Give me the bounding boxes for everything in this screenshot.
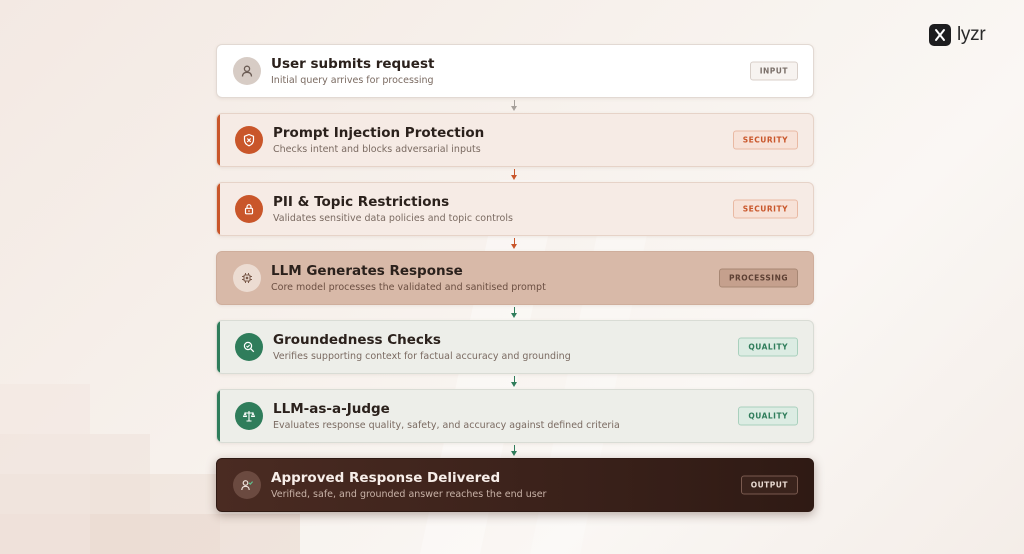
step-user-request: User submits request Initial query arriv… (216, 44, 814, 98)
lyzr-logo-icon (929, 24, 951, 46)
scale-icon (235, 402, 263, 430)
step-subtitle: Initial query arrives for processing (271, 74, 434, 86)
input-badge: INPUT (749, 61, 798, 81)
step-subtitle: Evaluates response quality, safety, and … (273, 419, 620, 431)
flow-arrow (216, 167, 814, 182)
step-title: Groundedness Checks (273, 331, 441, 348)
step-subtitle: Core model processes the validated and s… (271, 281, 546, 293)
lock-icon (235, 195, 263, 223)
flow-arrow (216, 443, 814, 458)
security-badge: SECURITY (732, 199, 798, 219)
step-title: User submits request (271, 55, 435, 72)
output-badge: OUTPUT (740, 475, 798, 495)
step-subtitle: Checks intent and blocks adversarial inp… (273, 143, 481, 155)
step-title: LLM-as-a-Judge (273, 400, 390, 417)
flow-arrow (216, 305, 814, 320)
flow-arrow (216, 236, 814, 251)
processing-badge: PROCESSING (719, 268, 798, 288)
search-check-icon (235, 333, 263, 361)
security-badge: SECURITY (732, 130, 798, 150)
user-check-icon (233, 471, 261, 499)
flow-arrow (216, 98, 814, 113)
flow-arrow (216, 374, 814, 389)
quality-badge: QUALITY (738, 406, 798, 426)
cpu-icon (233, 264, 261, 292)
pipeline-flow: User submits request Initial query arriv… (216, 44, 814, 512)
step-llm-generates: LLM Generates Response Core model proces… (216, 251, 814, 305)
brand-name: lyzr (957, 24, 986, 45)
step-prompt-injection: Prompt Injection Protection Checks inten… (216, 113, 814, 167)
step-title: LLM Generates Response (271, 262, 463, 279)
step-subtitle: Validates sensitive data policies and to… (273, 212, 513, 224)
step-title: PII & Topic Restrictions (273, 193, 450, 210)
step-title: Prompt Injection Protection (273, 124, 485, 141)
shield-x-icon (235, 126, 263, 154)
step-approved-response: Approved Response Delivered Verified, sa… (216, 458, 814, 512)
step-title: Approved Response Delivered (271, 469, 501, 486)
user-icon (233, 57, 261, 85)
step-groundedness: Groundedness Checks Verifies supporting … (216, 320, 814, 374)
quality-badge: QUALITY (738, 337, 798, 357)
step-llm-judge: LLM-as-a-Judge Evaluates response qualit… (216, 389, 814, 443)
brand-logo: lyzr (929, 24, 986, 46)
step-pii-topic: PII & Topic Restrictions Validates sensi… (216, 182, 814, 236)
step-subtitle: Verified, safe, and grounded answer reac… (271, 488, 547, 500)
step-subtitle: Verifies supporting context for factual … (273, 350, 571, 362)
